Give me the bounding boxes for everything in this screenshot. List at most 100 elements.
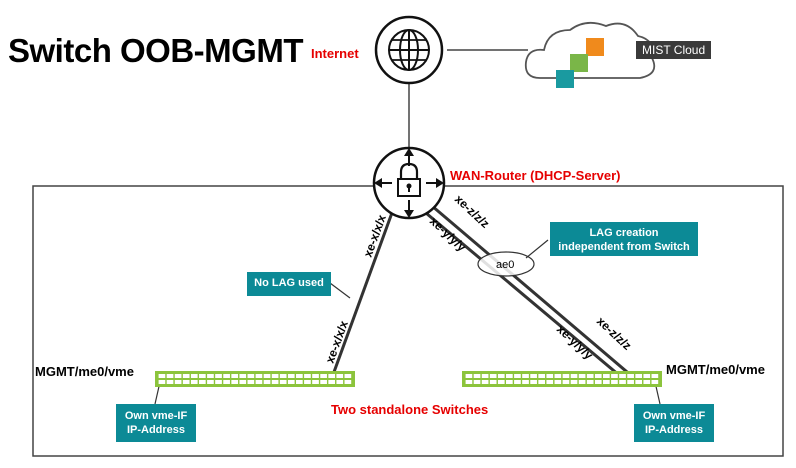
switch-port	[271, 380, 279, 384]
switches-caption: Two standalone Switches	[331, 402, 489, 417]
no-lag-callout: No LAG used	[247, 272, 331, 296]
switch-port	[473, 374, 481, 378]
switch-port	[255, 380, 263, 384]
switch-port	[594, 374, 602, 378]
switch-port	[538, 380, 546, 384]
switch-port	[522, 380, 529, 384]
switch-port	[546, 374, 554, 378]
switch-port	[554, 380, 562, 384]
switch-port	[538, 374, 546, 378]
switch-port	[174, 374, 182, 378]
switch-port	[182, 380, 190, 384]
switch-port	[190, 374, 198, 378]
switch-port	[320, 380, 327, 384]
switch-port	[239, 380, 247, 384]
switch-port	[182, 374, 190, 378]
switch-port	[223, 380, 230, 384]
switch-port	[263, 374, 271, 378]
switch-port	[530, 380, 537, 384]
switch-port	[586, 374, 594, 378]
right-z-top-port-label: xe-z/z/z	[452, 192, 492, 231]
switch-port	[199, 380, 206, 384]
switch-port	[166, 380, 174, 384]
switch-port	[158, 374, 166, 378]
switch-port	[489, 374, 497, 378]
switch-port	[562, 380, 570, 384]
switch-port	[279, 380, 287, 384]
switch-port	[497, 380, 505, 384]
switch-port	[263, 380, 271, 384]
right-switch-link-z	[424, 198, 641, 385]
switch-right	[462, 371, 662, 387]
switch-port	[344, 374, 352, 378]
left-vme-callout: Own vme-IF IP-Address	[116, 404, 196, 442]
switch-port	[562, 374, 570, 378]
switch-port	[215, 380, 222, 384]
switch-port	[506, 374, 513, 378]
switch-port	[190, 380, 198, 384]
switch-port	[489, 380, 497, 384]
globe-icon	[374, 15, 444, 85]
router-lock-icon	[372, 146, 446, 220]
lag-independent-callout: LAG creation independent from Switch man…	[550, 222, 698, 267]
switch-port	[344, 380, 352, 384]
switch-left	[155, 371, 355, 387]
switch-port	[231, 374, 239, 378]
switch-port	[643, 374, 651, 378]
switch-port	[199, 374, 206, 378]
switch-port	[465, 374, 473, 378]
switch-port	[611, 374, 618, 378]
switch-port	[312, 380, 319, 384]
switch-port	[465, 380, 473, 384]
switch-port	[223, 374, 230, 378]
switch-port	[627, 374, 634, 378]
switch-port	[586, 380, 594, 384]
left-mgmt-label: MGMT/me0/vme	[35, 364, 134, 379]
switch-port	[328, 380, 336, 384]
switch-port	[619, 374, 626, 378]
switch-port	[603, 380, 610, 384]
switch-port	[296, 374, 303, 378]
switch-port	[635, 380, 643, 384]
switch-port	[530, 374, 537, 378]
left-bottom-port-label: xe-x/x/x	[323, 319, 351, 365]
right-switch-link-y	[419, 206, 633, 388]
switch-port	[279, 374, 287, 378]
switch-port	[651, 380, 659, 384]
switch-port	[594, 380, 602, 384]
switch-port	[570, 374, 578, 378]
switch-port	[312, 374, 319, 378]
right-mgmt-label: MGMT/me0/vme	[666, 362, 765, 377]
switch-port	[635, 374, 643, 378]
switch-port	[619, 380, 626, 384]
switch-port	[473, 380, 481, 384]
switch-port	[231, 380, 239, 384]
right-vme-callout: Own vme-IF IP-Address	[634, 404, 714, 442]
internet-label: Internet	[311, 46, 359, 61]
switch-port	[320, 374, 327, 378]
switch-port	[627, 380, 634, 384]
switch-port	[497, 374, 505, 378]
switch-port	[166, 374, 174, 378]
switch-port	[554, 374, 562, 378]
switch-port	[643, 380, 651, 384]
cloud-icon	[524, 21, 656, 88]
mist-cloud-label: MIST Cloud	[636, 41, 712, 59]
switch-port	[514, 374, 521, 378]
switch-port	[522, 374, 529, 378]
switch-port	[255, 374, 263, 378]
switch-port	[506, 380, 513, 384]
switch-port	[304, 374, 311, 378]
switch-port	[247, 380, 255, 384]
switch-port	[578, 380, 586, 384]
switch-port	[207, 374, 214, 378]
switch-port	[304, 380, 311, 384]
switch-port	[336, 380, 344, 384]
switch-port	[578, 374, 586, 378]
switch-chassis	[155, 371, 355, 387]
switch-port	[247, 374, 255, 378]
switch-port	[514, 380, 521, 384]
switch-port	[603, 374, 610, 378]
left-switch-link	[328, 209, 395, 384]
